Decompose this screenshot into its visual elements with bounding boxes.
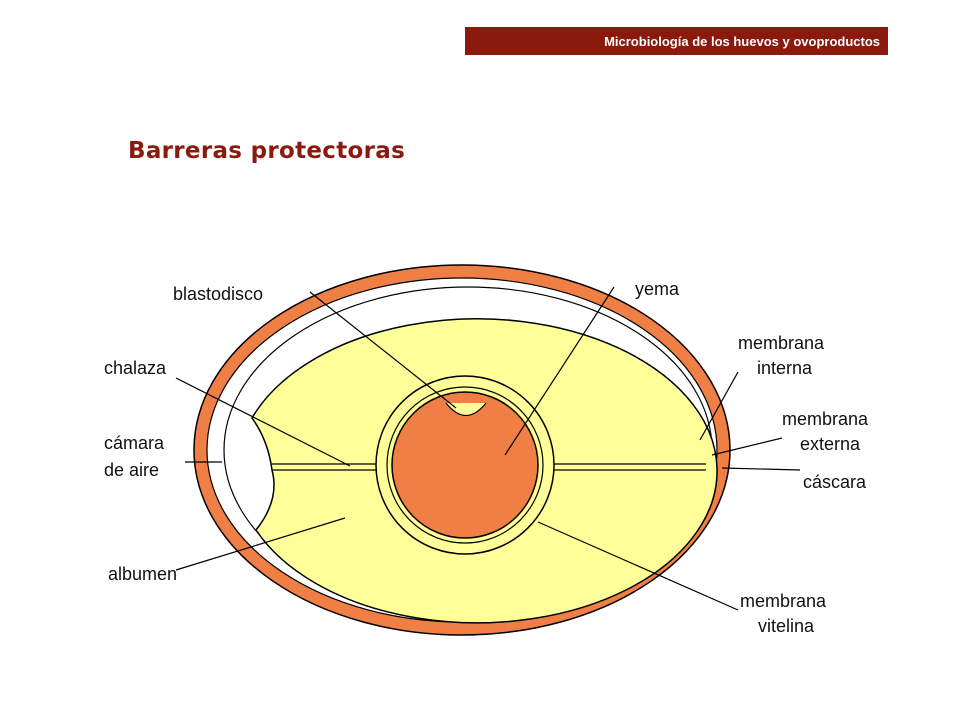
label-chalaza: chalaza [104, 358, 167, 378]
course-header-band: Microbiología de los huevos y ovoproduct… [465, 27, 888, 55]
pointer-yema [504, 286, 615, 456]
label-camara-line2: de aire [104, 460, 159, 480]
pointer-membrana-interna [699, 371, 739, 441]
slide-title: Barreras protectoras [128, 138, 406, 164]
label-camara-line1: cámara [104, 433, 165, 453]
pointer-blastodisco [309, 291, 457, 409]
pointer-chalaza [175, 377, 351, 467]
label-albumen: albumen [108, 564, 177, 584]
label-membrana-interna-line2: interna [757, 358, 813, 378]
yolk [391, 391, 539, 539]
pointer-albumen [175, 517, 346, 571]
label-membrana-vitelina-line2: vitelina [758, 616, 815, 636]
label-membrana-interna-line1: membrana [738, 333, 825, 353]
blastodisc [445, 402, 487, 417]
pointer-cascara [721, 467, 801, 471]
course-title: Microbiología de los huevos y ovoproduct… [604, 33, 880, 49]
label-blastodisco: blastodisco [173, 284, 263, 304]
pointer-membrana-externa [711, 437, 783, 456]
label-membrana-externa-line2: externa [800, 434, 861, 454]
label-membrana-externa-line1: membrana [782, 409, 869, 429]
pointer-membrana-vitelina [537, 521, 739, 611]
label-cascara: cáscara [803, 472, 867, 492]
label-membrana-vitelina-line1: membrana [740, 591, 827, 611]
label-yema: yema [635, 279, 680, 299]
